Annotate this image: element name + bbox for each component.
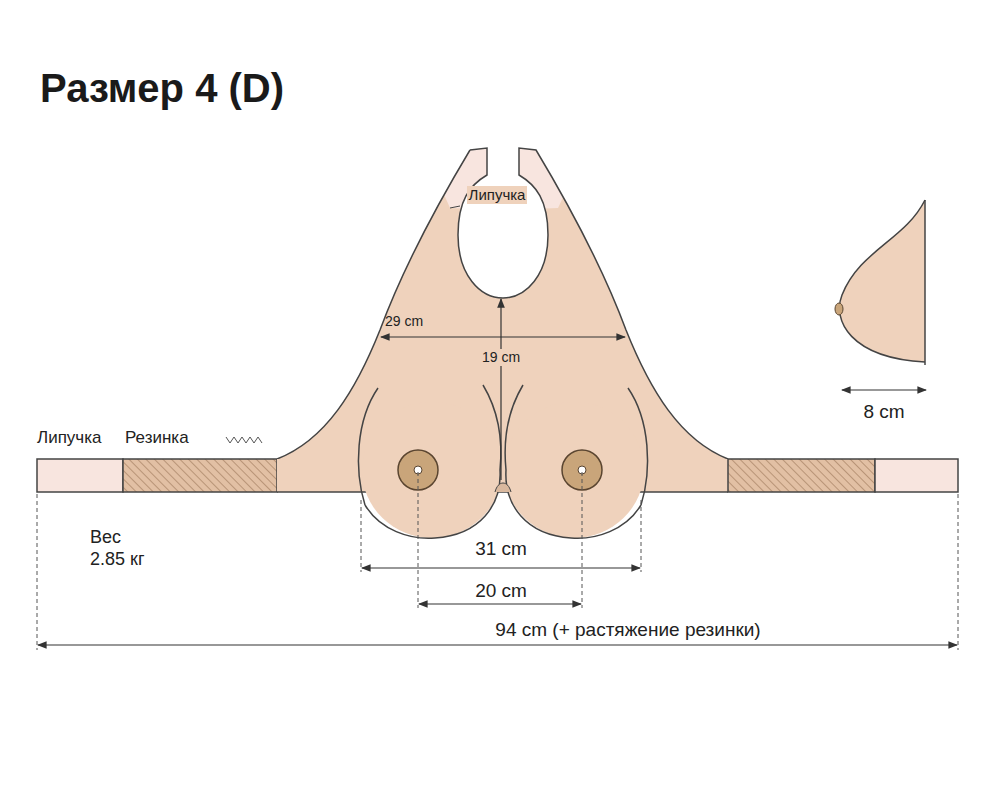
elastic-label: Резинка xyxy=(125,428,189,448)
dimension-label: 94 cm (+ растяжение резинки) xyxy=(495,619,760,642)
title: Размер 4 (D) xyxy=(40,64,284,112)
dimension-label: 19 cm xyxy=(480,349,522,366)
velcro-label: Липучка xyxy=(37,428,101,448)
velcro-label: Липучка xyxy=(467,186,528,204)
dimension-label: 29 cm xyxy=(385,313,423,330)
weight-label: Вес 2.85 кг xyxy=(90,527,154,570)
dimension-label: 20 cm xyxy=(475,580,527,603)
dimension-label: 31 cm xyxy=(475,538,527,561)
dimension-label: 8 cm xyxy=(863,401,904,424)
